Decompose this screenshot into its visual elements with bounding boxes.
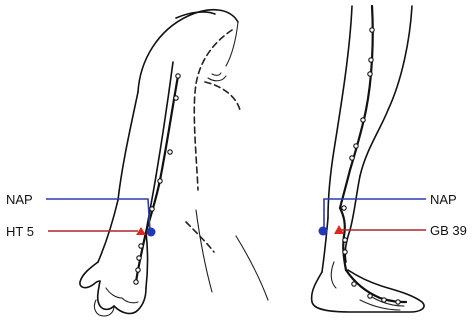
- right-nap-label: NAP: [430, 193, 457, 206]
- left-callouts: [46, 199, 156, 237]
- arm-illustration: [80, 10, 268, 316]
- right-nap-marker: [319, 227, 328, 236]
- left-nap-label: NAP: [6, 193, 33, 206]
- left-nap-line: [46, 199, 150, 231]
- left-ht5-label: HT 5: [6, 225, 34, 238]
- right-nap-line: [324, 199, 426, 229]
- right-gb39-label: GB 39: [430, 224, 467, 237]
- left-nap-marker: [147, 228, 156, 237]
- leg-illustration: [312, 6, 424, 312]
- right-callouts: [319, 199, 427, 236]
